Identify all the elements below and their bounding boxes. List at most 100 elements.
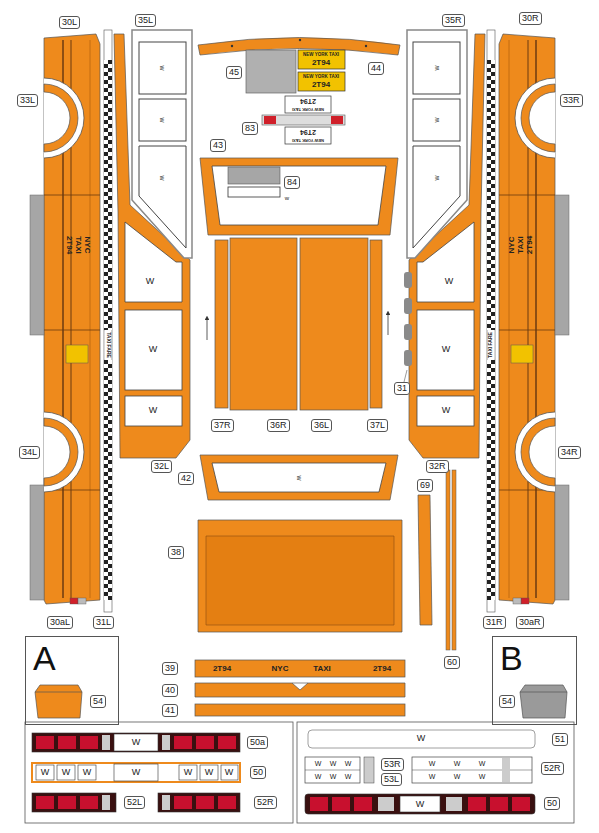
light-bar bbox=[310, 797, 328, 811]
window-mark: W bbox=[315, 773, 322, 781]
window-mark: W bbox=[205, 768, 214, 778]
window-mark: W bbox=[83, 768, 92, 778]
callout-number: 36L bbox=[311, 419, 332, 432]
light-bar bbox=[174, 796, 192, 809]
callout-text: 33L bbox=[20, 95, 35, 105]
window-mark: W bbox=[454, 760, 461, 768]
window-mark: w bbox=[295, 475, 303, 480]
callout-text: 43 bbox=[213, 140, 223, 150]
callout-number: 50a bbox=[247, 736, 268, 749]
license-plate bbox=[285, 96, 331, 113]
small-piece bbox=[404, 298, 412, 314]
arch-piece bbox=[44, 418, 78, 486]
callout-text: 69 bbox=[420, 480, 430, 490]
callout-text: 54 bbox=[93, 696, 103, 706]
callout-number: 53L bbox=[381, 773, 402, 786]
callout-number: 30aL bbox=[47, 616, 73, 629]
callout-number: 38 bbox=[168, 546, 184, 559]
window-mark: W bbox=[62, 768, 71, 778]
callout-number: 32L bbox=[151, 460, 172, 473]
window-mark: w bbox=[158, 117, 166, 122]
gray-strip bbox=[30, 195, 44, 335]
callout-text: 54 bbox=[502, 696, 512, 706]
light-bar bbox=[400, 796, 440, 812]
callout-text: 36L bbox=[314, 420, 329, 430]
light-bar bbox=[36, 765, 54, 780]
small-piece bbox=[404, 324, 412, 340]
callout-text: 50 bbox=[547, 798, 557, 808]
callout-number: 54 bbox=[90, 695, 106, 708]
light-bar bbox=[102, 795, 110, 810]
light-bar bbox=[162, 735, 170, 750]
window-mark: W bbox=[132, 768, 141, 778]
window-mark: W bbox=[132, 738, 141, 748]
callout-text: 41 bbox=[165, 705, 175, 715]
light-bar bbox=[102, 735, 110, 750]
window-mark: w bbox=[285, 195, 289, 202]
window-mark: W bbox=[442, 406, 451, 416]
window-mark: w bbox=[433, 117, 441, 122]
window bbox=[139, 99, 186, 141]
grain-arrow bbox=[207, 318, 208, 340]
windshield-frame bbox=[200, 455, 398, 500]
window-mark: W bbox=[330, 760, 337, 768]
window bbox=[212, 166, 386, 225]
printed-text: NYC TAXI 2T94 bbox=[65, 233, 91, 257]
callout-text: 31 bbox=[397, 383, 407, 393]
callout-number: 35R bbox=[442, 14, 465, 27]
light-bar bbox=[196, 796, 214, 809]
callout-number: 60 bbox=[444, 656, 460, 669]
panel-letter: B bbox=[500, 641, 523, 675]
window-mark: W bbox=[429, 760, 436, 768]
window bbox=[125, 310, 182, 390]
light-bar bbox=[32, 793, 116, 812]
light-bar bbox=[490, 797, 508, 811]
window-mark: w bbox=[158, 65, 166, 70]
light-bar bbox=[412, 770, 532, 771]
light-bar bbox=[114, 734, 158, 751]
callout-text: 84 bbox=[287, 177, 297, 187]
light bbox=[331, 116, 343, 124]
sheet-panel: A 54 bbox=[25, 636, 119, 725]
door-line bbox=[44, 330, 100, 331]
roof-panel bbox=[300, 238, 368, 410]
light-bar bbox=[218, 736, 236, 749]
callout-number: 30L bbox=[59, 16, 80, 29]
window-mark: W bbox=[479, 773, 486, 781]
callout-text: 37R bbox=[214, 420, 231, 430]
callout-text: 39 bbox=[165, 663, 175, 673]
callout-number: 69 bbox=[417, 479, 433, 492]
callout-text: 38 bbox=[171, 547, 181, 557]
callout-text: 30L bbox=[62, 17, 77, 27]
callout-number: 37R bbox=[211, 419, 234, 432]
light-bar bbox=[58, 796, 76, 809]
callout-number: 41 bbox=[162, 704, 178, 717]
printed-text: NEW YORK TAXI bbox=[303, 53, 339, 58]
dot bbox=[299, 39, 301, 41]
light-bar bbox=[468, 797, 486, 811]
panel-letter: A bbox=[33, 641, 56, 675]
window-mark: W bbox=[149, 406, 158, 416]
window-mark: W bbox=[330, 773, 337, 781]
wheel-arch bbox=[44, 78, 84, 158]
gray-piece bbox=[228, 167, 280, 184]
callout-text: 60 bbox=[447, 657, 457, 667]
printed-text: NYC bbox=[272, 665, 289, 674]
light-bar bbox=[162, 795, 170, 810]
rear-window-frame bbox=[200, 158, 398, 235]
light-bar bbox=[305, 794, 535, 814]
callout-number: 43 bbox=[210, 139, 226, 152]
window-mark: w bbox=[433, 65, 441, 70]
callout-text: 51 bbox=[555, 734, 565, 744]
light-bar bbox=[305, 757, 360, 783]
window bbox=[212, 463, 386, 492]
window-mark: W bbox=[442, 345, 451, 355]
callout-text: 36R bbox=[270, 420, 287, 430]
light-bar bbox=[446, 797, 462, 811]
grain-arrow bbox=[388, 313, 389, 335]
printed-text: NEW YORK TAXI bbox=[303, 75, 339, 80]
arch-piece bbox=[44, 84, 78, 152]
bumper-strip bbox=[195, 660, 405, 677]
window-mark: W bbox=[149, 345, 158, 355]
